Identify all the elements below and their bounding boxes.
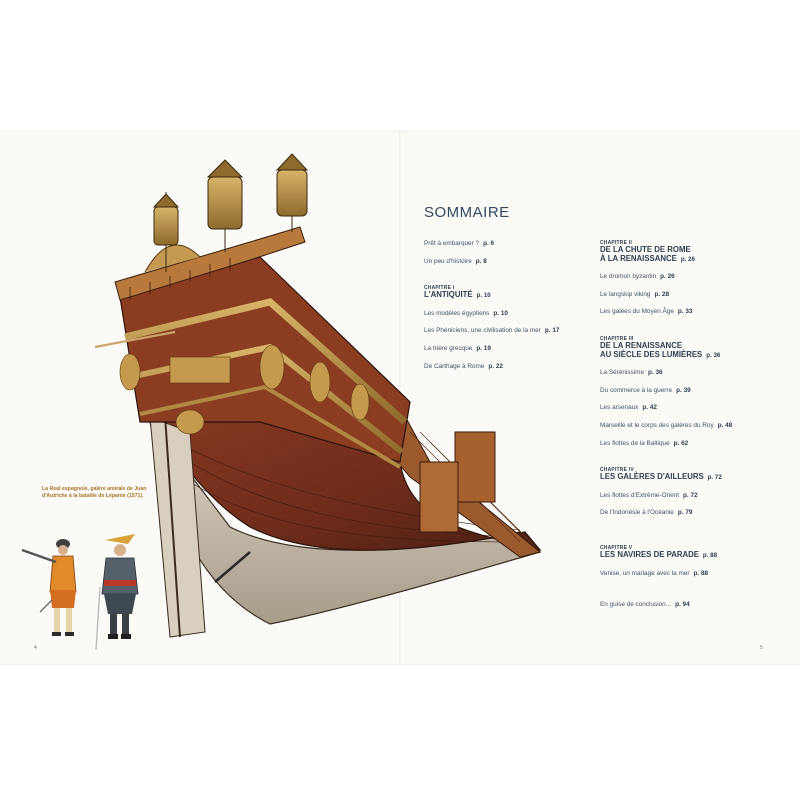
lantern-left <box>152 192 180 272</box>
soldier-figure-left <box>21 539 77 636</box>
illustration-caption: La Real espagnole, galère amirale de Jua… <box>42 486 147 499</box>
soldier-figure-right <box>95 534 139 651</box>
page-number-right: 5 <box>760 645 763 651</box>
toc-entry-conclusion[interactable]: En guise de conclusion...p. 94 <box>600 601 690 609</box>
lantern-middle <box>206 159 244 252</box>
toc-entry[interactable]: Marseille et le corps des galères du Roy… <box>600 421 733 429</box>
toc-chapter-heading[interactable]: CHAPITRE III DE LA RENAISSANCE AU SIÈCLE… <box>600 335 721 359</box>
toc-column-left: Prêt à embarquer ?p. 6 Un peu d'histoire… <box>424 240 589 380</box>
galley-illustration <box>21 153 542 651</box>
toc-column-right: CHAPITRE II DE LA CHUTE DE ROME À LA REN… <box>600 240 780 619</box>
toc-title: SOMMAIRE <box>424 204 510 221</box>
toc-entry[interactable]: Prêt à embarquer ?p. 6 <box>424 240 495 247</box>
lantern-right <box>275 153 309 232</box>
toc-entry[interactable]: Les Phéniciens, une civilisation de la m… <box>424 327 560 335</box>
toc-chapter-heading[interactable]: CHAPITRE II DE LA CHUTE DE ROME À LA REN… <box>600 240 695 263</box>
page-number-left: 4 <box>34 645 37 651</box>
